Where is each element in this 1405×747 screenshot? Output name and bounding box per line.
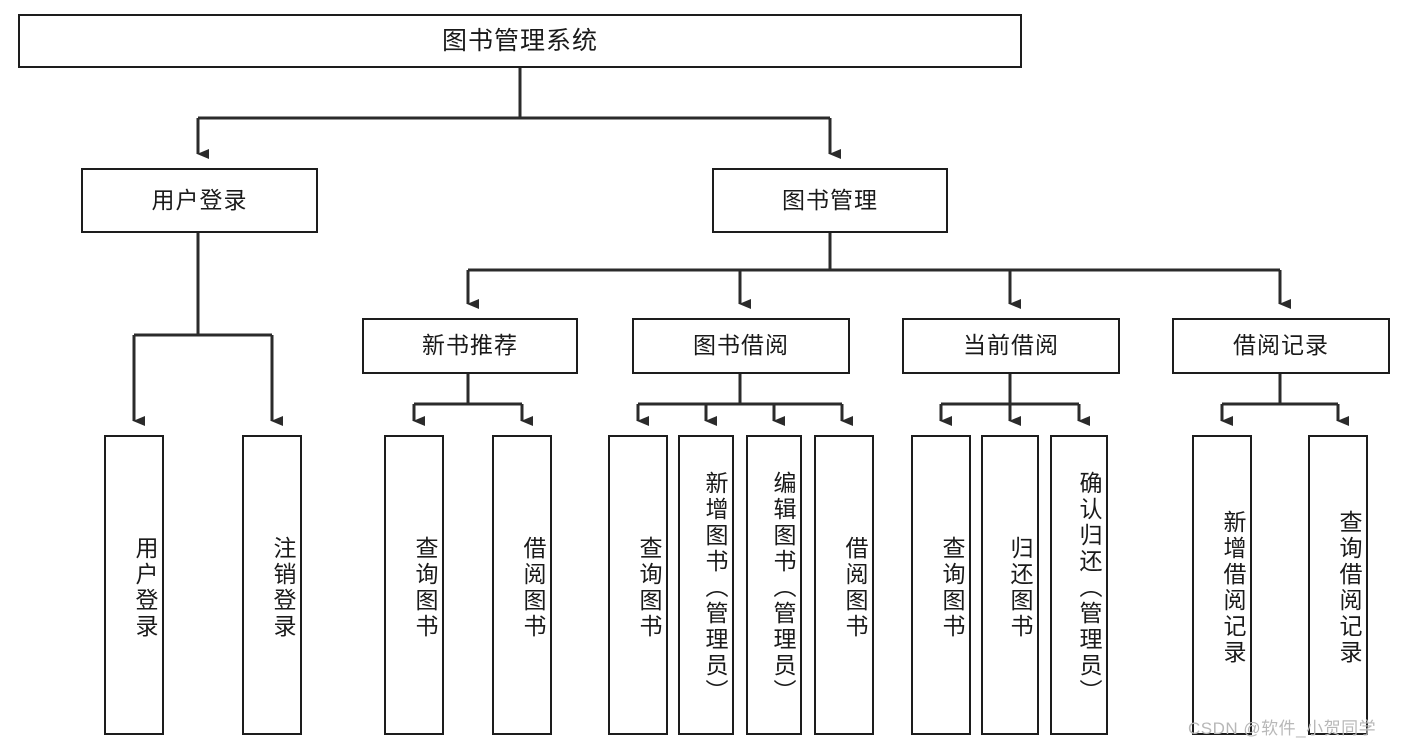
leaf-bb-borrow-book[interactable]: 借阅图书 bbox=[814, 435, 874, 735]
leaf-bb-add-book-admin[interactable]: 新增图书（管理员） bbox=[678, 435, 734, 735]
node-label: 查询图书 bbox=[636, 536, 662, 640]
leaf-bb-query-book[interactable]: 查询图书 bbox=[608, 435, 668, 735]
node-label: 编辑图书（管理员） bbox=[770, 471, 796, 705]
node-label: 借阅图书 bbox=[842, 536, 868, 640]
node-label: 归还图书 bbox=[1007, 536, 1033, 640]
node-label: 新书推荐 bbox=[422, 332, 518, 359]
node-label: 新增图书（管理员） bbox=[702, 471, 728, 705]
leaf-cb-return-book[interactable]: 归还图书 bbox=[981, 435, 1039, 735]
node-label: 图书管理系统 bbox=[441, 27, 598, 55]
leaf-nb-query-book[interactable]: 查询图书 bbox=[384, 435, 444, 735]
csdn-watermark: CSDN @软件_小贺同学 bbox=[1188, 719, 1377, 738]
leaf-br-add-record[interactable]: 新增借阅记录 bbox=[1192, 435, 1252, 735]
node-label: 图书借阅 bbox=[693, 332, 789, 359]
node-label: 查询借阅记录 bbox=[1336, 510, 1362, 666]
node-label: 图书管理 bbox=[782, 186, 878, 213]
node-label: 借阅图书 bbox=[520, 536, 546, 640]
node-label: 当前借阅 bbox=[963, 332, 1059, 359]
node-new-book-recommend[interactable]: 新书推荐 bbox=[362, 318, 578, 374]
node-current-borrow[interactable]: 当前借阅 bbox=[902, 318, 1120, 374]
leaf-bb-edit-book-admin[interactable]: 编辑图书（管理员） bbox=[746, 435, 802, 735]
node-label: 确认归还（管理员） bbox=[1076, 471, 1102, 705]
leaf-user-login[interactable]: 用户登录 bbox=[104, 435, 164, 735]
node-borrow-record[interactable]: 借阅记录 bbox=[1172, 318, 1390, 374]
leaf-cb-query-book[interactable]: 查询图书 bbox=[911, 435, 971, 735]
node-label: 借阅记录 bbox=[1233, 332, 1329, 359]
node-user-login[interactable]: 用户登录 bbox=[81, 168, 318, 233]
node-label: 查询图书 bbox=[412, 536, 438, 640]
node-label: 新增借阅记录 bbox=[1220, 510, 1246, 666]
leaf-br-query-record[interactable]: 查询借阅记录 bbox=[1308, 435, 1368, 735]
node-label: 用户登录 bbox=[151, 186, 248, 213]
leaf-cb-confirm-return-admin[interactable]: 确认归还（管理员） bbox=[1050, 435, 1108, 735]
node-label: 查询图书 bbox=[939, 536, 965, 640]
node-label: 注销登录 bbox=[270, 536, 296, 640]
node-book-management[interactable]: 图书管理 bbox=[712, 168, 948, 233]
node-label: 用户登录 bbox=[132, 536, 158, 640]
node-book-borrow[interactable]: 图书借阅 bbox=[632, 318, 850, 374]
leaf-nb-borrow-book[interactable]: 借阅图书 bbox=[492, 435, 552, 735]
leaf-logout[interactable]: 注销登录 bbox=[242, 435, 302, 735]
node-root-system[interactable]: 图书管理系统 bbox=[18, 14, 1022, 68]
